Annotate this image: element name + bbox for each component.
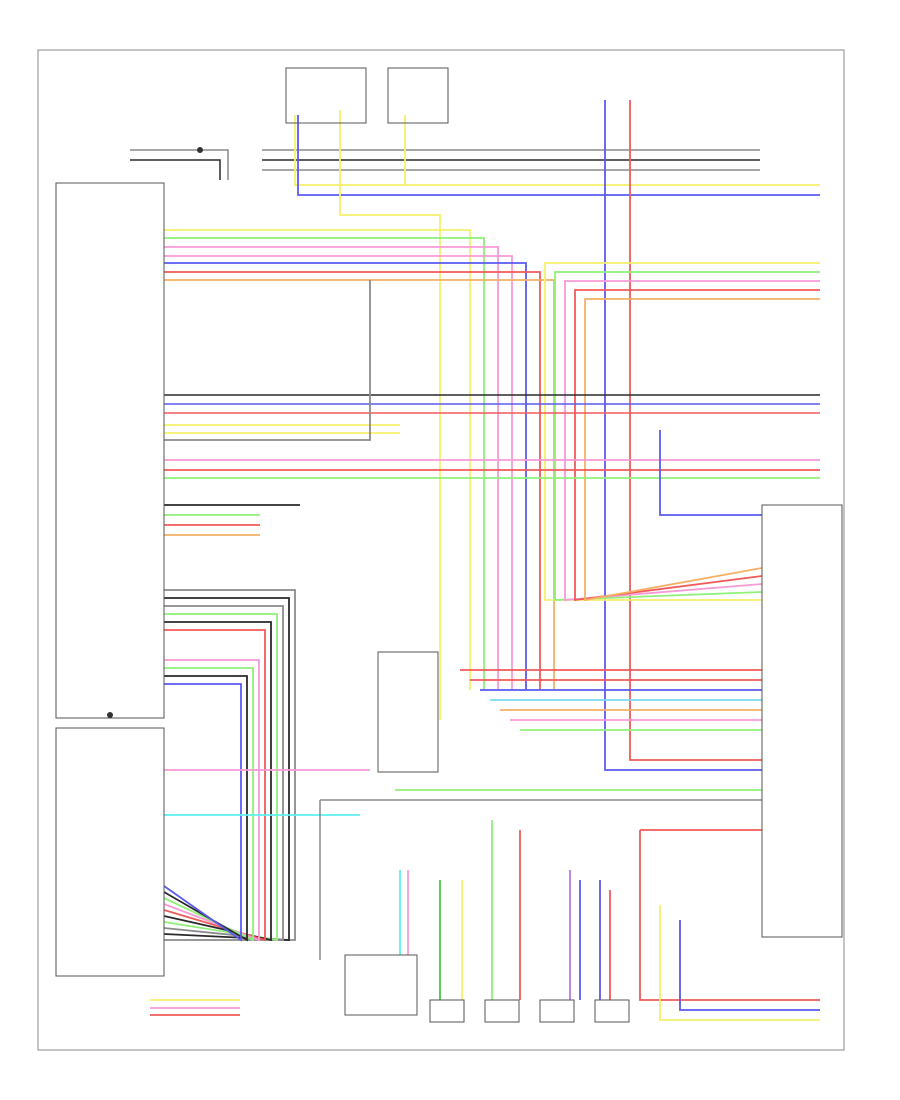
- left-module-lower: [55, 727, 165, 977]
- wire-lower-3: [163, 613, 278, 942]
- bus-top-left-2: [130, 159, 221, 180]
- wire-lower-7: [163, 667, 254, 942]
- fuse-box-2: [387, 67, 449, 124]
- ground-icon: [197, 147, 203, 153]
- wire-yellow-br: [659, 905, 820, 1021]
- wire-left-3: [164, 255, 513, 690]
- speaker-icon: [539, 999, 575, 1023]
- wire-red-drop: [629, 100, 762, 761]
- wire-yellow-drop: [339, 110, 441, 720]
- wires-layer: [130, 100, 820, 1021]
- wire-lower-8: [163, 675, 248, 942]
- wire-blue-drop: [604, 100, 762, 771]
- wire-left-5: [164, 271, 541, 690]
- wire-lower-1: [163, 597, 290, 941]
- fuse-box-1: [285, 67, 367, 124]
- left-module: [55, 182, 165, 719]
- wire-lower-5: [163, 629, 266, 942]
- wire-left-2: [164, 246, 499, 690]
- wire-lower-2: [163, 605, 284, 941]
- wire-right-1: [554, 271, 820, 601]
- bus-top-left: [130, 149, 229, 180]
- wire-lower-0: [164, 589, 296, 941]
- wire-blue-br: [679, 920, 820, 1011]
- ground-icon: [107, 712, 113, 718]
- wire-right-2: [564, 280, 820, 601]
- bottom-box: [344, 954, 418, 1016]
- wire-left-4: [164, 262, 527, 690]
- wire-lower-9: [163, 683, 242, 942]
- wire-gray-mid: [164, 280, 371, 441]
- diagram-frame: [37, 49, 845, 1051]
- right-module: [761, 504, 843, 938]
- center-box: [377, 651, 439, 773]
- wire-right-0: [544, 262, 820, 601]
- wire-right-3: [574, 289, 820, 602]
- wire-blue-top: [297, 115, 820, 196]
- wire-yellow-top: [294, 115, 820, 186]
- components-layer: [55, 67, 843, 1023]
- wire-left-0: [164, 229, 471, 690]
- wire-right-4: [584, 298, 820, 602]
- speaker-icon: [594, 999, 630, 1023]
- wire-left-6: [164, 279, 555, 690]
- wire-lower-4: [163, 621, 272, 942]
- wire-red-br2: [639, 830, 820, 1001]
- wire-left-1: [164, 237, 485, 690]
- speaker-icon: [484, 999, 520, 1023]
- wire-lower-6: [163, 659, 260, 942]
- speaker-icon: [429, 999, 465, 1023]
- wire-blue-right: [659, 430, 762, 516]
